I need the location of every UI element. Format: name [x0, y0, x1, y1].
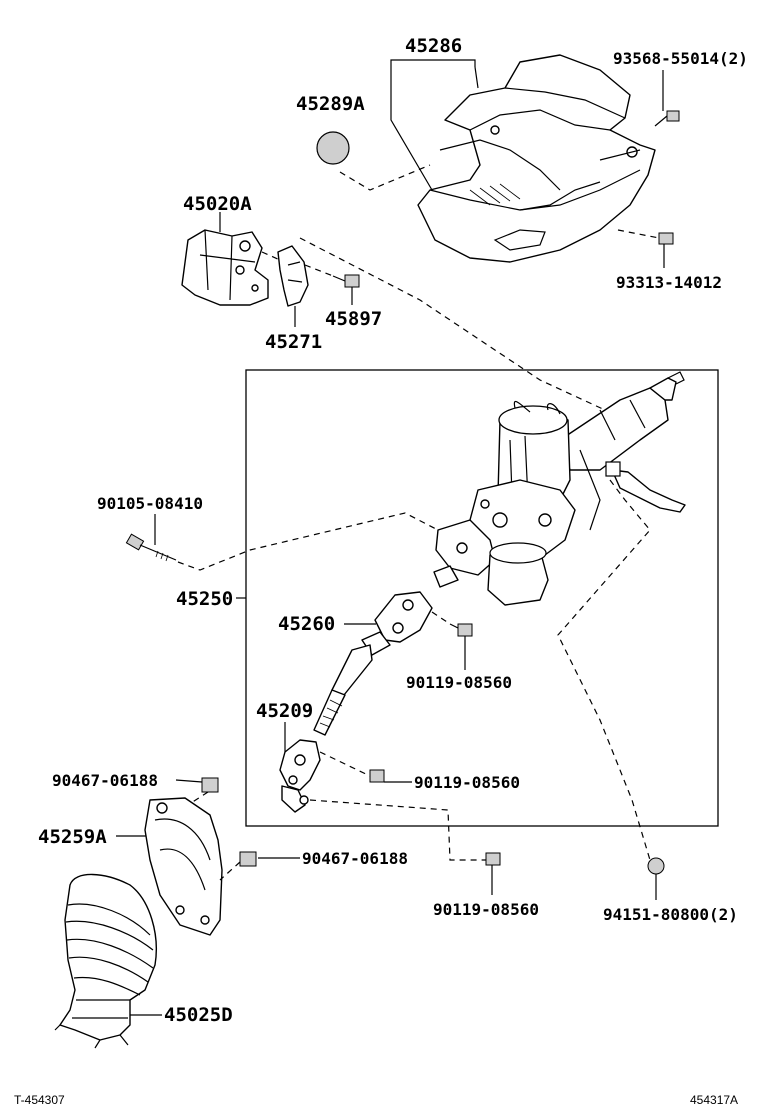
screw-93313-icon — [617, 229, 674, 245]
label-45271: 45271 — [265, 331, 322, 353]
label-90467-a: 90467-06188 — [52, 771, 158, 790]
clip-45271 — [277, 245, 309, 307]
label-90119-b: 90119-08560 — [414, 773, 520, 792]
label-90105: 90105-08410 — [97, 494, 203, 513]
label-45897: 45897 — [325, 308, 382, 330]
bolt-90119-c-icon — [485, 852, 501, 866]
leader-90105-dash — [177, 512, 439, 571]
clip-90467-b-icon — [239, 851, 257, 867]
label-90467-b: 90467-06188 — [302, 849, 408, 868]
universal-joint-45209 — [279, 739, 321, 813]
leader-45271-dash — [261, 251, 281, 261]
label-45286: 45286 — [405, 35, 462, 57]
cover-45259a — [144, 797, 223, 936]
label-45025d: 45025D — [164, 1004, 233, 1026]
label-45250: 45250 — [176, 588, 233, 610]
label-90119-c: 90119-08560 — [433, 900, 539, 919]
leader-45897-dash — [304, 264, 334, 277]
boot-45025d — [54, 873, 157, 1049]
footer-left-code: T-454307 — [14, 1093, 65, 1107]
screw-93568-icon — [654, 110, 680, 127]
label-45020a: 45020A — [183, 193, 252, 215]
leader-90467-a — [175, 779, 203, 783]
cap-45289a — [316, 131, 350, 165]
label-93568: 93568-55014(2) — [613, 49, 748, 68]
leader-90119-a-dash — [431, 611, 451, 625]
dashed-link-94151 — [557, 479, 651, 861]
label-45259a: 45259A — [38, 826, 107, 848]
leader-45286-left — [390, 67, 433, 191]
nut-94151-icon — [647, 857, 665, 875]
label-45289a: 45289A — [296, 93, 365, 115]
leader-90467-a-dash — [187, 791, 209, 806]
column-cover-part — [417, 54, 656, 263]
label-45260: 45260 — [278, 613, 335, 635]
bolt-90119-a-icon — [449, 623, 473, 637]
footer-right-code: 454317A — [690, 1093, 738, 1107]
clip-90467-a-icon — [201, 777, 219, 793]
label-93313: 93313-14012 — [616, 273, 722, 292]
steering-column-assembly — [433, 371, 686, 606]
leader-45286 — [390, 59, 476, 67]
bolt-90119-b-icon — [369, 769, 385, 783]
leader-90119-b-dash — [319, 751, 371, 777]
dashed-link-bracket-column — [299, 237, 606, 411]
bolt-90105-icon — [125, 533, 177, 562]
dashed-link-90119-c — [309, 799, 486, 861]
leader-45289a — [339, 164, 431, 191]
label-94151: 94151-80800(2) — [603, 905, 738, 924]
bracket-45020a — [181, 229, 269, 306]
intermediate-shaft-45260 — [313, 591, 433, 736]
label-45209: 45209 — [256, 700, 313, 722]
leader-90467-b-dash — [219, 861, 241, 881]
bolt-45897-icon — [332, 274, 360, 288]
leader-45286-right — [474, 66, 479, 89]
label-90119-a: 90119-08560 — [406, 673, 512, 692]
